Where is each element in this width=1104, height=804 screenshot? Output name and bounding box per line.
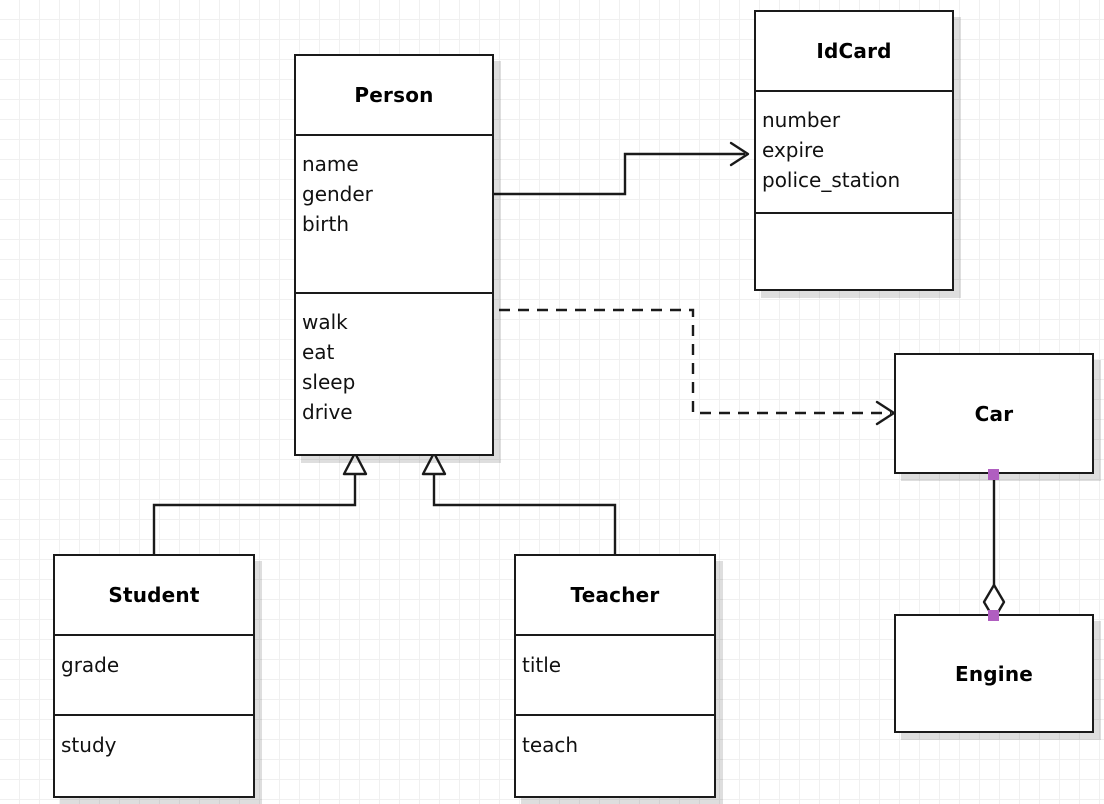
attribute-row: name	[302, 152, 359, 176]
class-box-person[interactable]: Person name gender birth walk eat sleep …	[294, 54, 494, 456]
attributes-student: grade	[55, 634, 253, 714]
edge-handle-car-end[interactable]	[988, 469, 999, 480]
hollow-triangle-icon	[342, 451, 368, 476]
attribute-row: title	[522, 653, 562, 677]
class-box-teacher[interactable]: Teacher title teach	[514, 554, 716, 798]
method-row: drive	[302, 400, 353, 424]
edge-teacher-person[interactable]	[421, 451, 617, 554]
edge-student-person[interactable]	[152, 451, 368, 554]
edge-person-car[interactable]	[499, 308, 896, 426]
attribute-row: grade	[61, 653, 120, 677]
attribute-row: birth	[302, 212, 349, 236]
class-box-engine[interactable]: Engine	[894, 614, 1094, 733]
class-name-car: Car	[974, 401, 1014, 426]
method-row: teach	[522, 733, 579, 757]
class-name-teacher: Teacher	[570, 583, 660, 607]
class-name-student: Student	[108, 583, 200, 607]
open-arrowhead-icon	[875, 400, 896, 426]
methods-idcard	[756, 212, 952, 289]
class-name-person: Person	[354, 83, 434, 107]
hollow-triangle-icon	[421, 451, 447, 476]
method-row: sleep	[302, 370, 356, 394]
attribute-row: police_station	[762, 168, 901, 192]
attribute-row: number	[762, 108, 841, 132]
edge-car-engine[interactable]	[982, 474, 1006, 621]
open-arrowhead-icon	[729, 141, 750, 167]
class-name-idcard: IdCard	[816, 39, 892, 63]
class-box-car[interactable]: Car	[894, 353, 1094, 474]
method-row: eat	[302, 340, 335, 364]
methods-student: study	[55, 714, 253, 796]
attributes-idcard: number expire police_station	[756, 90, 952, 212]
attribute-row: gender	[302, 182, 373, 206]
methods-person: walk eat sleep drive	[296, 292, 492, 454]
attribute-row: expire	[762, 138, 825, 162]
methods-teacher: teach	[516, 714, 714, 796]
class-box-idcard[interactable]: IdCard number expire police_station	[754, 10, 954, 291]
class-box-student[interactable]: Student grade study	[53, 554, 255, 798]
class-name-engine: Engine	[954, 661, 1034, 686]
attributes-teacher: title	[516, 634, 714, 714]
edge-person-idcard[interactable]	[494, 141, 750, 196]
edge-handle-engine-end[interactable]	[988, 610, 999, 621]
method-row: study	[61, 733, 117, 757]
attributes-person: name gender birth	[296, 134, 492, 292]
method-row: walk	[302, 310, 348, 334]
